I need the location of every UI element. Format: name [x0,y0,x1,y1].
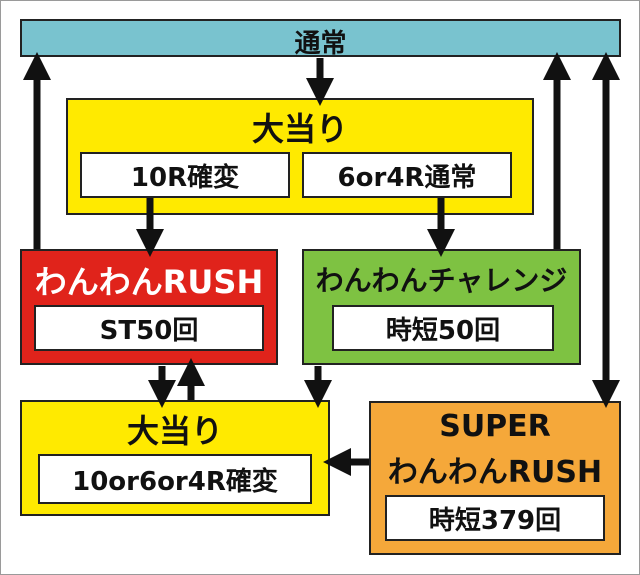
jackpot-top-box: 大当り 10R確変 6or4R通常 [66,98,534,215]
wanwan-rush-box: わんわんRUSH ST50回 [20,249,278,365]
jackpot-top-left-label: 10R確変 [80,152,290,198]
wanwan-challenge-detail: 時短50回 [332,305,554,351]
super-rush-title-line2: わんわんRUSH [387,455,603,490]
wanwan-rush-detail: ST50回 [34,305,264,351]
jackpot-bottom-box: 大当り 10or6or4R確変 [20,400,330,516]
jackpot-top-title: 大当り [251,110,348,148]
super-rush-detail: 時短379回 [385,495,605,541]
jackpot-bottom-detail: 10or6or4R確変 [38,454,312,504]
super-wanwan-rush-box: SUPER わんわんRUSH 時短379回 [369,401,621,555]
normal-mode-bar: 通常 [20,19,621,59]
jackpot-bottom-title: 大当り [126,412,223,450]
jackpot-top-right-label: 6or4R通常 [302,152,512,198]
super-rush-title-line1: SUPER [439,409,551,444]
wanwan-rush-title: わんわんRUSH [34,263,264,301]
normal-mode-label: 通常 [294,29,347,59]
wanwan-challenge-box: わんわんチャレンジ 時短50回 [302,249,581,365]
wanwan-challenge-title: わんわんチャレンジ [315,264,568,297]
